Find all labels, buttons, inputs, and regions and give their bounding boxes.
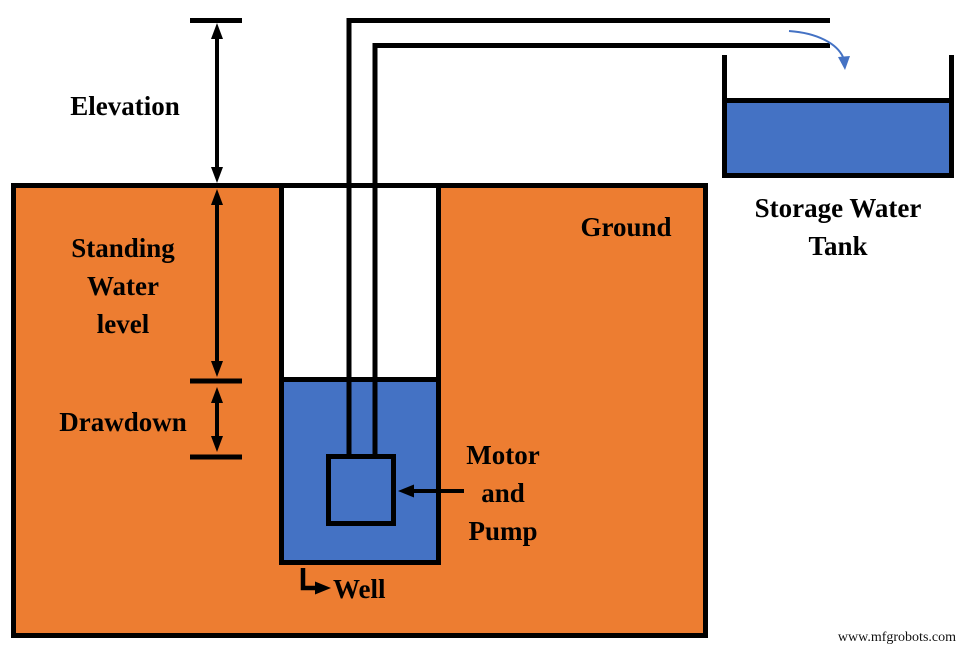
motor-pump-label: Motor and Pump <box>428 436 578 550</box>
well-label: Well <box>333 574 386 604</box>
standing-water-line-3: level <box>96 309 150 339</box>
storage-tank-label: Storage Water Tank <box>716 189 960 265</box>
motor-pump-box <box>326 454 396 526</box>
motor-pump-line-1: Motor <box>466 440 540 470</box>
storage-tank-left-wall <box>722 55 727 178</box>
watermark-text: www.mfgrobots.com <box>837 630 956 645</box>
drawdown-label: Drawdown <box>59 407 187 437</box>
storage-tank-water <box>727 98 949 173</box>
pipe-inner-line <box>372 43 830 456</box>
motor-pump-line-3: Pump <box>468 516 538 546</box>
standing-water-dimension-arrow <box>211 189 223 377</box>
motor-pointer-arrow <box>398 484 464 498</box>
standing-water-level-label: Standing Water level <box>48 229 198 343</box>
drawdown-dimension-arrow <box>211 387 223 452</box>
standing-water-line-1: Standing <box>71 233 175 263</box>
storage-tank-right-wall <box>949 55 954 178</box>
elevation-dimension-arrow <box>211 23 223 183</box>
storage-tank-line-2: Tank <box>808 231 868 261</box>
storage-tank-bottom <box>722 173 954 178</box>
well-pointer-arrow <box>300 568 331 595</box>
ground-label: Ground <box>580 212 672 242</box>
flow-arrow-icon <box>788 30 850 70</box>
pipe-outer-line <box>346 18 830 456</box>
elevation-label: Elevation <box>70 91 180 121</box>
motor-pump-line-2: and <box>481 478 525 508</box>
storage-tank-line-1: Storage Water <box>754 193 922 223</box>
standing-water-line-2: Water <box>87 271 159 301</box>
